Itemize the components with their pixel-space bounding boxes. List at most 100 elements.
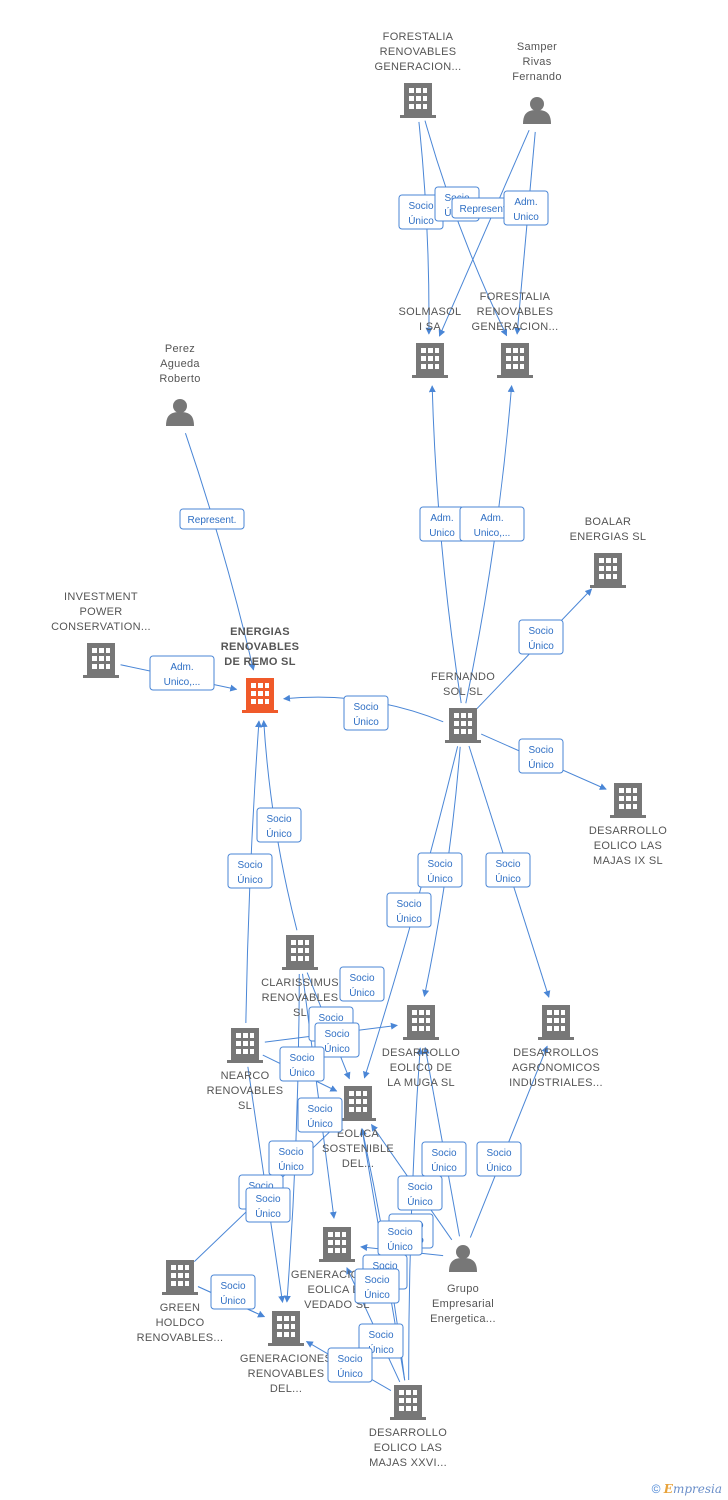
node-label-line: INDUSTRIALES... <box>509 1077 603 1089</box>
edge-fernando-sol-to-solmasol <box>428 385 462 704</box>
edge-label-text: Represent. <box>460 204 509 215</box>
edge-label-text: Socio <box>255 1194 280 1205</box>
edge-label-text: Socio <box>528 626 553 637</box>
edge-label-box <box>256 807 302 843</box>
building-icon <box>390 1385 426 1420</box>
building-icon <box>83 643 119 678</box>
node-label-line: RENOVABLES <box>380 46 457 58</box>
building-icon <box>340 1086 376 1121</box>
edge-label-box <box>327 1347 373 1383</box>
node-forestalia-b[interactable]: FORESTALIARENOVABLESGENERACION... <box>471 291 558 378</box>
node-agronomicos[interactable]: DESARROLLOSAGRONOMICOSINDUSTRIALES... <box>509 1005 603 1089</box>
edge-label-text: Único <box>528 758 554 771</box>
node-label-line: FORESTALIA <box>480 291 551 303</box>
node-forestalia-a[interactable]: FORESTALIARENOVABLESGENERACION... <box>374 31 461 118</box>
edge-label-text: Adm. <box>514 197 537 208</box>
edge-label-text: Único <box>408 214 434 227</box>
edge-label-text: Socio <box>307 1104 332 1115</box>
edge-label-box <box>245 1187 291 1223</box>
building-icon <box>282 935 318 970</box>
node-label-line: MAJAS XXVI... <box>369 1457 447 1469</box>
node-grupo[interactable]: GrupoEmpresarialEnergetica... <box>430 1245 496 1325</box>
edge-label-text: Único <box>237 873 263 886</box>
node-gen-renovables[interactable]: GENERACIONESRENOVABLESDEL... <box>240 1311 332 1395</box>
node-investment[interactable]: INVESTMENTPOWERCONSERVATION... <box>51 591 151 678</box>
edge-forestalia-a-to-forestalia-b <box>424 120 508 337</box>
edge-label-box <box>210 1274 256 1310</box>
node-label-line: NEARCO <box>221 1070 270 1082</box>
node-label-line: Rivas <box>522 56 551 68</box>
edge-label-text: Único <box>528 639 554 652</box>
building-icon <box>242 678 278 713</box>
node-eolica-sostenible[interactable]: EOLICASOSTENIBLEDEL... <box>322 1086 394 1170</box>
brand-footer[interactable]: © Empresia <box>652 1482 722 1496</box>
edge-fernando-sol-to-forestalia-b <box>465 385 515 704</box>
node-label-line: FORESTALIA <box>383 31 454 43</box>
edge-label-box <box>476 1141 522 1177</box>
building-icon <box>400 83 436 118</box>
node-label-line: GENERACION... <box>471 321 558 333</box>
edge-label-text: Único <box>307 1117 333 1130</box>
edge-label-text: Socio <box>248 1181 273 1192</box>
edge-label[interactable]: Adm.Unico <box>503 190 549 226</box>
edge-label-text: Único <box>220 1294 246 1307</box>
edge-label[interactable]: Adm.Unico,... <box>459 506 525 542</box>
edge-label-text: Socio <box>427 859 452 870</box>
edge-label[interactable]: Adm.Unico <box>419 506 465 542</box>
edge-label-text: Único <box>278 1160 304 1173</box>
node-label-line: RENOVABLES <box>248 1368 325 1380</box>
edge-label[interactable]: Adm.Unico,... <box>149 655 215 691</box>
edge-label[interactable]: Represent. <box>179 508 245 530</box>
edge-label-text: Represent. <box>188 515 237 526</box>
node-green[interactable]: GREENHOLDCORENOVABLES... <box>137 1260 224 1344</box>
edge-perez-to-remo <box>184 433 256 671</box>
edge-clarissimus-to-gen-renovables <box>283 973 300 1303</box>
node-label-line: POWER <box>79 606 122 618</box>
node-label-line: RENOVABLES <box>262 992 339 1004</box>
person-icon <box>449 1245 477 1272</box>
edge-label-text: Único <box>337 1367 363 1380</box>
nodes-layer: FORESTALIARENOVABLESGENERACION...SamperR… <box>51 31 667 1469</box>
node-label-line: AGRONOMICOS <box>512 1062 600 1074</box>
building-icon <box>412 343 448 378</box>
node-label-line: Samper <box>517 41 557 53</box>
edge-label-text: Único <box>364 1288 390 1301</box>
node-label-line: EOLICA EL <box>308 1284 367 1296</box>
building-icon <box>538 1005 574 1040</box>
edge-label-box <box>314 1022 360 1058</box>
